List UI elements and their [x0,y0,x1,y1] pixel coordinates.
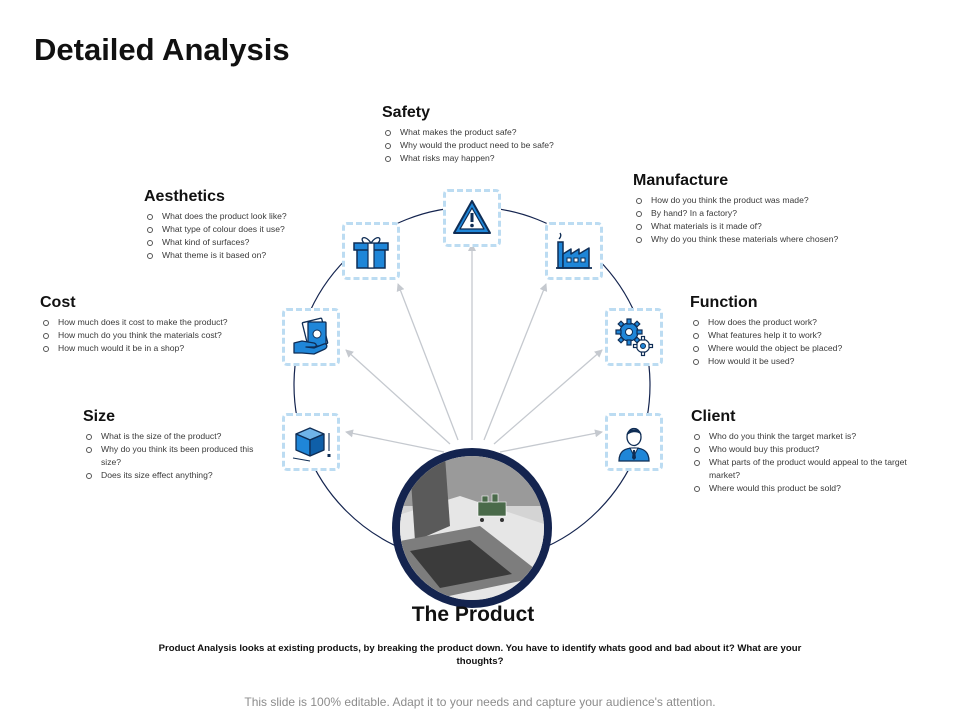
list-item: What parts of the product would appeal t… [691,456,926,482]
list-item: What does the product look like? [144,210,334,223]
client-node[interactable] [605,413,663,471]
section-cost: Cost How much does it cost to make the p… [40,294,275,355]
money-hand-icon [293,317,329,355]
function-node[interactable] [605,308,663,366]
arrow-to-cost [345,349,451,445]
gift-icon [353,237,389,269]
section-title: Client [691,408,736,425]
list-item: What type of colour does it use? [144,223,334,236]
section-size: Size What is the size of the product? Wh… [83,408,273,482]
list-item: Why do you think these materials where c… [633,233,848,246]
section-title: Function [690,294,758,311]
arrow-to-client [499,429,603,453]
section-title: Aesthetics [144,188,225,205]
arrow-to-size [345,429,445,453]
box-dimensions-icon [292,427,331,462]
list-item: Why do you think its been produced this … [83,443,273,469]
laptop-with-shopping-cart-photo [400,456,544,600]
section-title: Safety [382,104,431,121]
section-aesthetics: Aesthetics What does the product look li… [144,188,334,262]
size-node[interactable] [282,413,340,471]
businessman-icon [618,427,650,462]
arrow-to-manufacture [483,283,548,441]
section-title: Cost [40,294,76,311]
list-item: How much does it cost to make the produc… [40,316,275,329]
list-item: How would it be used? [690,355,895,368]
section-safety: Safety What makes the product safe? Why … [382,104,612,165]
list-item: What risks may happen? [382,152,612,165]
warning-icon [453,200,491,234]
list-item: By hand? In a factory? [633,207,848,220]
factory-icon [556,232,592,269]
safety-node[interactable] [443,189,501,247]
question-list: How does the product work? What features… [690,316,895,368]
question-list: How do you think the product was made? B… [633,194,848,246]
list-item: Why would the product need to be safe? [382,139,612,152]
list-item: What makes the product safe? [382,126,612,139]
list-item: What theme is it based on? [144,249,334,262]
list-item: Where would the object be placed? [690,342,895,355]
question-list: Who do you think the target market is? W… [691,430,926,495]
cost-node[interactable] [282,308,340,366]
section-title: Manufacture [633,172,729,189]
question-list: What makes the product safe? Why would t… [382,126,612,165]
list-item: How do you think the product was made? [633,194,848,207]
list-item: What kind of surfaces? [144,236,334,249]
list-item: Where would this product be sold? [691,482,926,495]
section-function: Function How does the product work? What… [690,294,895,368]
section-manufacture: Manufacture How do you think the product… [633,172,848,246]
gears-icon [615,318,654,357]
arrow-to-aesthetics [396,283,459,441]
product-photo [392,448,552,608]
section-client: Client Who do you think the target marke… [691,408,926,495]
list-item: How much would it be in a shop? [40,342,275,355]
manufacture-node[interactable] [545,222,603,280]
page-title: Detailed Analysis [34,32,290,67]
list-item: Who would buy this product? [691,443,926,456]
list-item: What is the size of the product? [83,430,273,443]
section-title: Size [83,408,116,425]
list-item: What materials is it made of? [633,220,848,233]
aesthetics-node[interactable] [342,222,400,280]
list-item: How much do you think the materials cost… [40,329,275,342]
list-item: Who do you think the target market is? [691,430,926,443]
list-item: Does its size effect anything? [83,469,273,482]
question-list: What does the product look like? What ty… [144,210,334,262]
list-item: How does the product work? [690,316,895,329]
arrow-to-function [493,349,603,445]
question-list: How much does it cost to make the produc… [40,316,275,355]
question-list: What is the size of the product? Why do … [83,430,273,482]
list-item: What features help it to work? [690,329,895,342]
center-title: The Product [411,603,535,626]
footer-note: This slide is 100% editable. Adapt it to… [244,695,716,709]
summary-text: Product Analysis looks at existing produ… [158,643,802,667]
